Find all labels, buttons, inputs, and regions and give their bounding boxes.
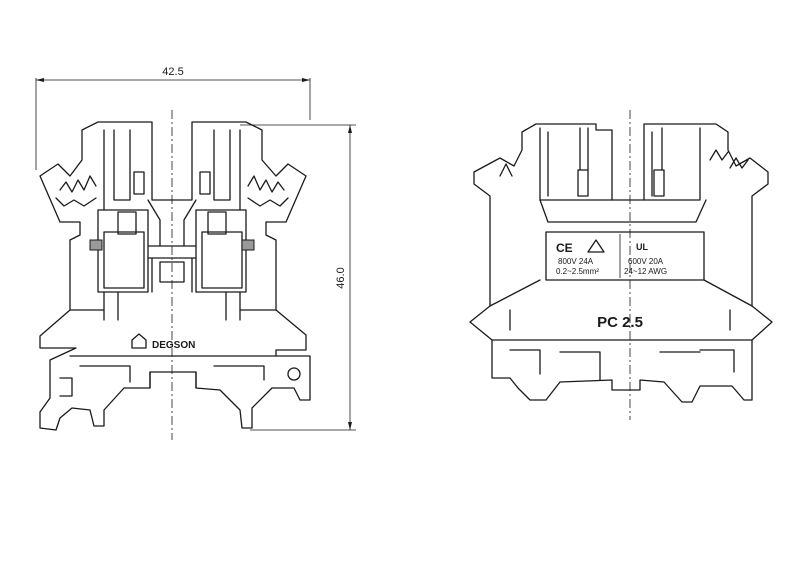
width-dimension: 42.5 [35, 66, 311, 170]
rating-right-line1: 600V 20A [628, 257, 664, 266]
rating-left-line1: 800V 24A [558, 257, 594, 266]
brand-mark: DEGSON [131, 333, 195, 351]
right-housing-outline [469, 123, 773, 403]
height-dimension-label: 46.0 [335, 267, 347, 288]
model-label: PC 2.5 [597, 314, 643, 331]
left-housing-outline [39, 121, 311, 431]
left-clamp [97, 209, 149, 293]
left-view: 42.5 46.0 [35, 66, 356, 440]
rating-left-line2: 0.2~2.5mm² [556, 267, 599, 276]
ce-mark: CE [556, 241, 573, 255]
brand-label: DEGSON [152, 340, 195, 351]
right-view: CE UL 800V 24A 0.2~2.5mm² 600V 20A 24~12… [469, 110, 773, 420]
rating-label-frame [545, 231, 705, 281]
right-clamp [195, 209, 247, 293]
rating-right-line2: 24~12 AWG [624, 267, 667, 276]
cert-triangle-icon [587, 239, 605, 253]
height-dimension: 46.0 [240, 124, 356, 431]
width-dimension-label: 42.5 [162, 66, 183, 78]
brand-logo-icon [131, 333, 147, 349]
cert-mark: UL [636, 242, 648, 252]
